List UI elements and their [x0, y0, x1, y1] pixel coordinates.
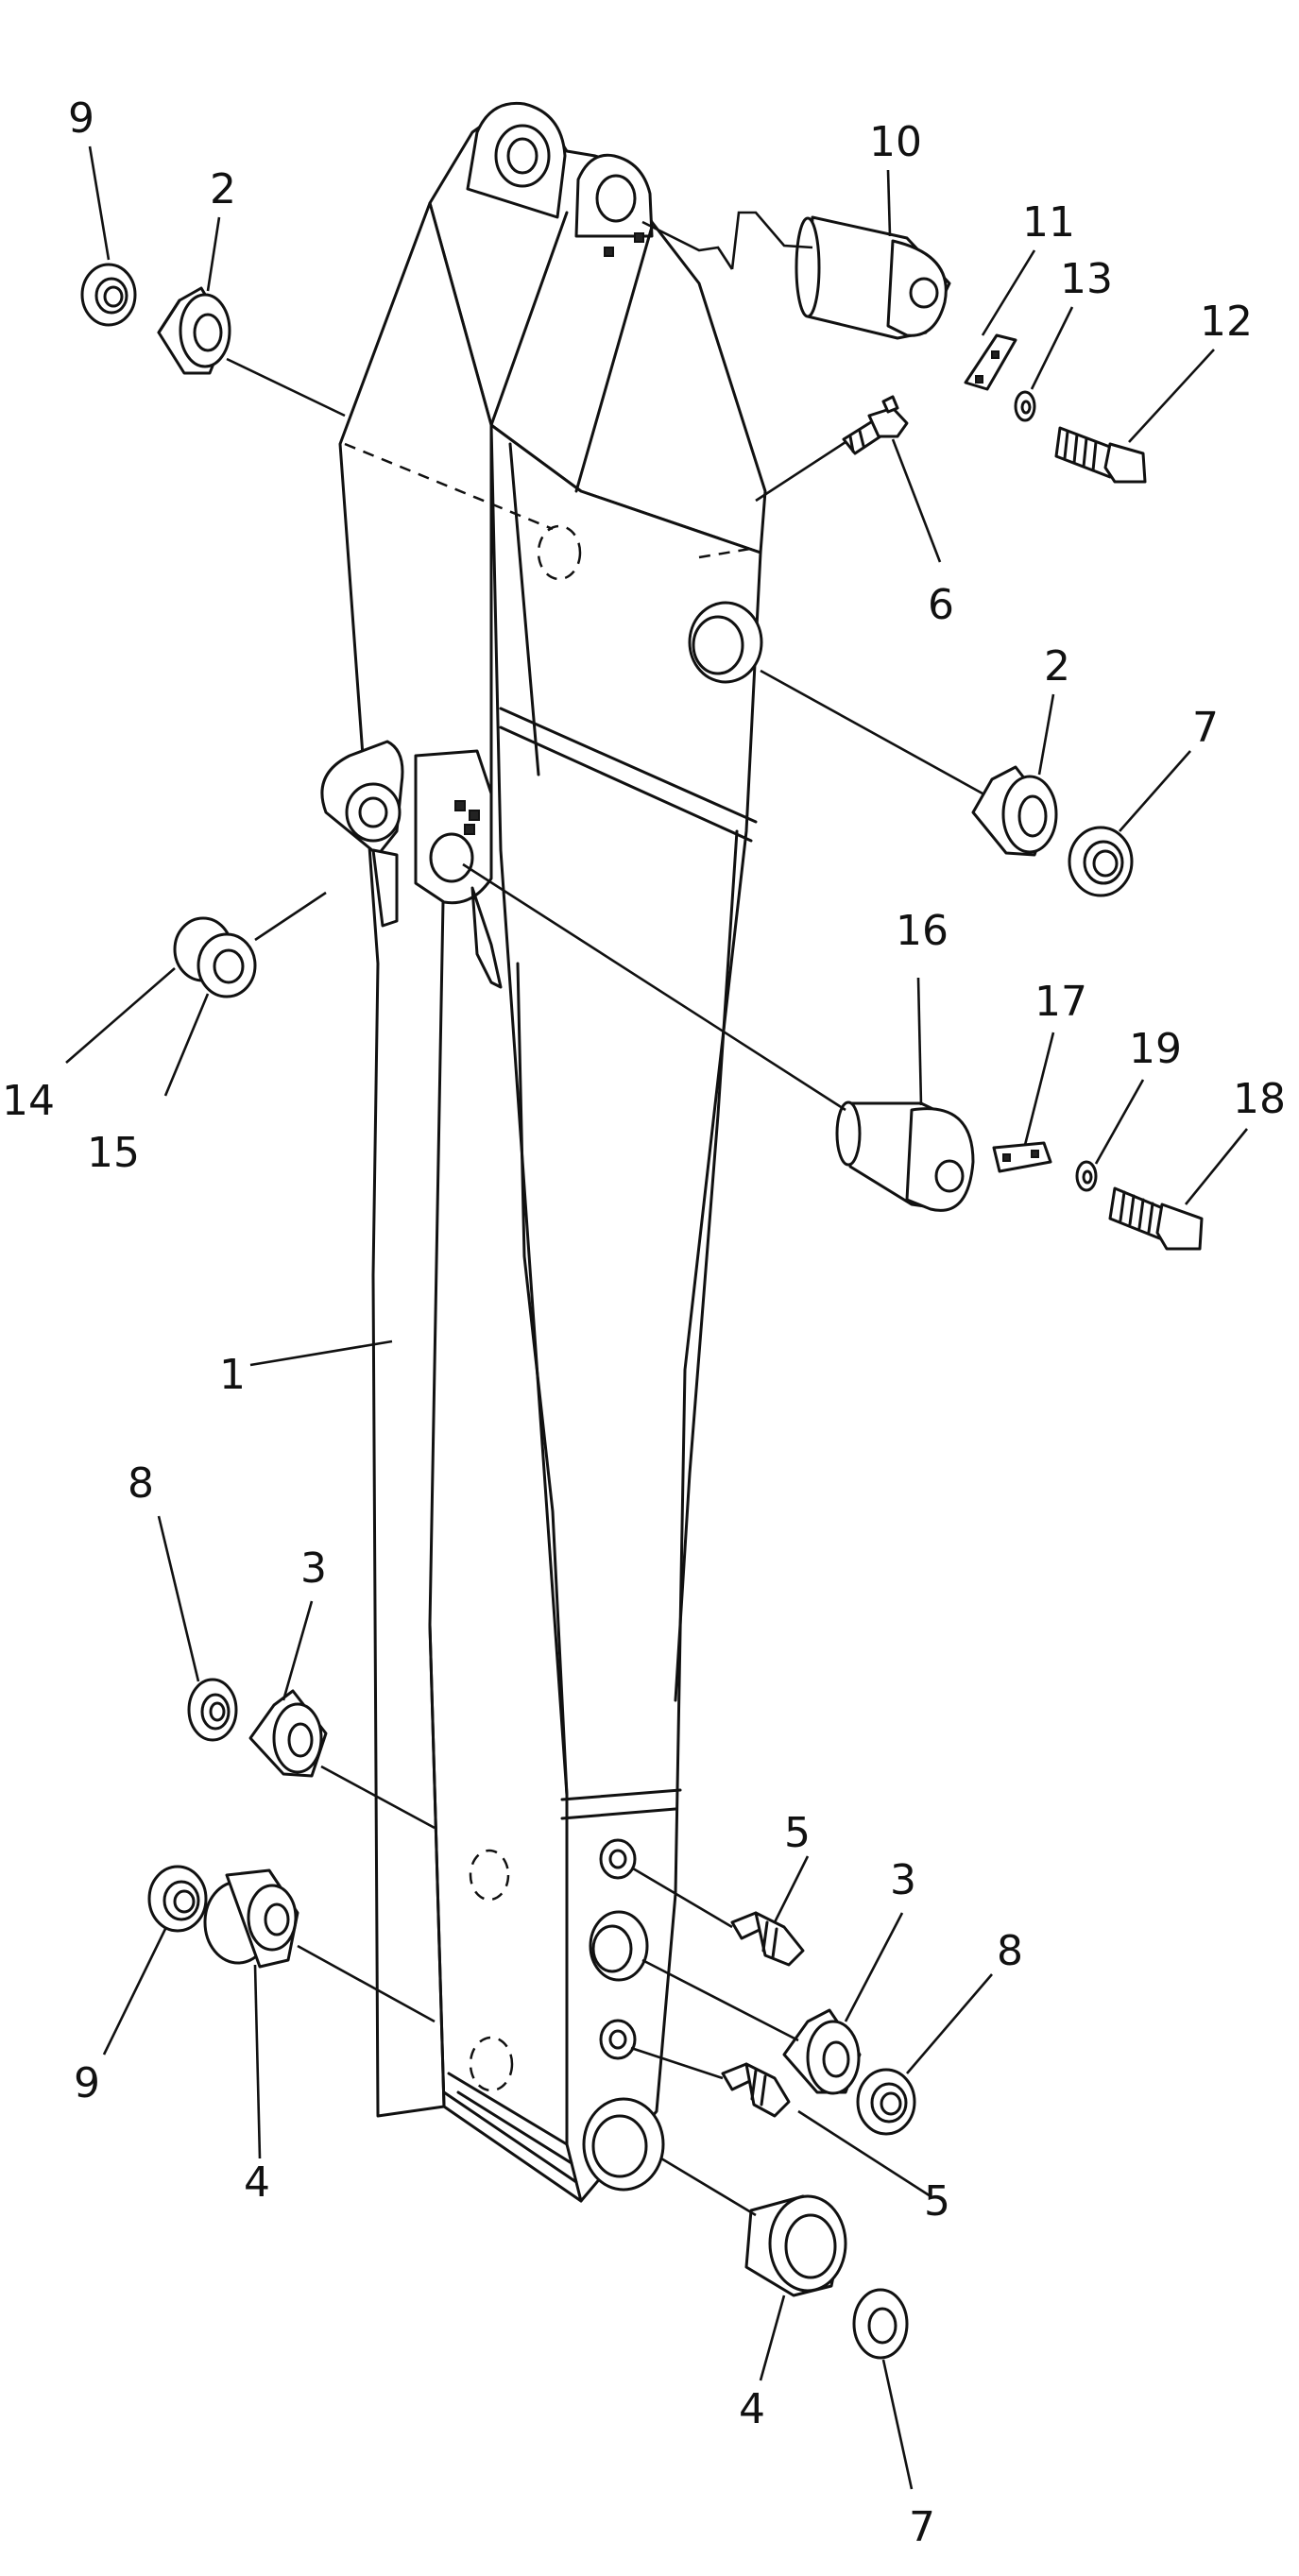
callout-4a: 4	[244, 2158, 270, 2207]
part-11-lock-plate	[964, 333, 1017, 391]
part-6-grease-fitting	[842, 395, 909, 455]
part-15-shim	[197, 932, 257, 998]
callout-9b: 7	[909, 2503, 935, 2551]
part-18-bolt	[1108, 1186, 1204, 1251]
boom-body	[320, 101, 767, 2203]
callout-10: 10	[869, 118, 922, 166]
callout-12: 12	[1200, 298, 1253, 346]
callout-4b: 4	[739, 2385, 765, 2433]
callout-17: 17	[1034, 978, 1087, 1026]
part-3-bushing-right	[782, 2008, 862, 2095]
part-17-lock-plate	[992, 1141, 1052, 1173]
callout-2a: 2	[210, 165, 236, 213]
callout-6: 6	[928, 581, 954, 629]
part-10-pin-top	[795, 215, 951, 340]
part-2-bushing-right	[971, 765, 1058, 857]
part-9-seal-right	[852, 2288, 909, 2360]
callout-15: 15	[87, 1129, 140, 1177]
callout-5a: 5	[784, 1809, 811, 1857]
part-12-bolt	[1054, 426, 1147, 484]
part-3-bushing-left	[248, 1689, 328, 1778]
callout-19: 19	[1129, 1025, 1182, 1073]
callout-16: 16	[896, 907, 949, 955]
part-7-seal-right	[1068, 826, 1134, 897]
callout-leaders	[65, 145, 1249, 2490]
part-8-seal-right	[856, 2068, 916, 2136]
part-7-seal-top	[80, 263, 137, 327]
part-4-pin-right	[744, 2194, 847, 2297]
part-9-seal-left	[147, 1865, 208, 1933]
callout-3b: 3	[890, 1856, 916, 1904]
part-19-washer	[1075, 1160, 1098, 1192]
callout-2b: 2	[1044, 642, 1070, 691]
part-8-seal-left	[187, 1678, 238, 1742]
callout-18: 18	[1233, 1075, 1286, 1123]
part-4-pin-left	[203, 1868, 299, 1969]
callout-11: 11	[1022, 198, 1075, 247]
callout-8a: 8	[128, 1459, 154, 1508]
callout-5b: 5	[924, 2177, 950, 2226]
part-2-bushing-top	[157, 286, 231, 375]
callout-13: 13	[1060, 255, 1113, 303]
part-5-grease-fitting-upper	[730, 1911, 805, 1967]
callout-1: 1	[219, 1351, 246, 1399]
part-13-washer	[1014, 390, 1036, 422]
callout-8b: 8	[997, 1927, 1023, 1975]
callout-7b: 7	[1192, 704, 1219, 752]
callout-7a: 9	[68, 94, 94, 143]
assembly-lines	[226, 211, 983, 2217]
callout-9a: 9	[74, 2059, 100, 2107]
part-16-pin-mid	[835, 1100, 975, 1212]
callout-3a: 3	[300, 1544, 327, 1593]
callout-14: 14	[2, 1077, 55, 1125]
part-5-grease-fitting-lower	[721, 2062, 791, 2118]
callout-labels: 9 2 10 11 13 12 6 2 7 16 17 19 18 14 15 …	[2, 94, 1286, 2551]
